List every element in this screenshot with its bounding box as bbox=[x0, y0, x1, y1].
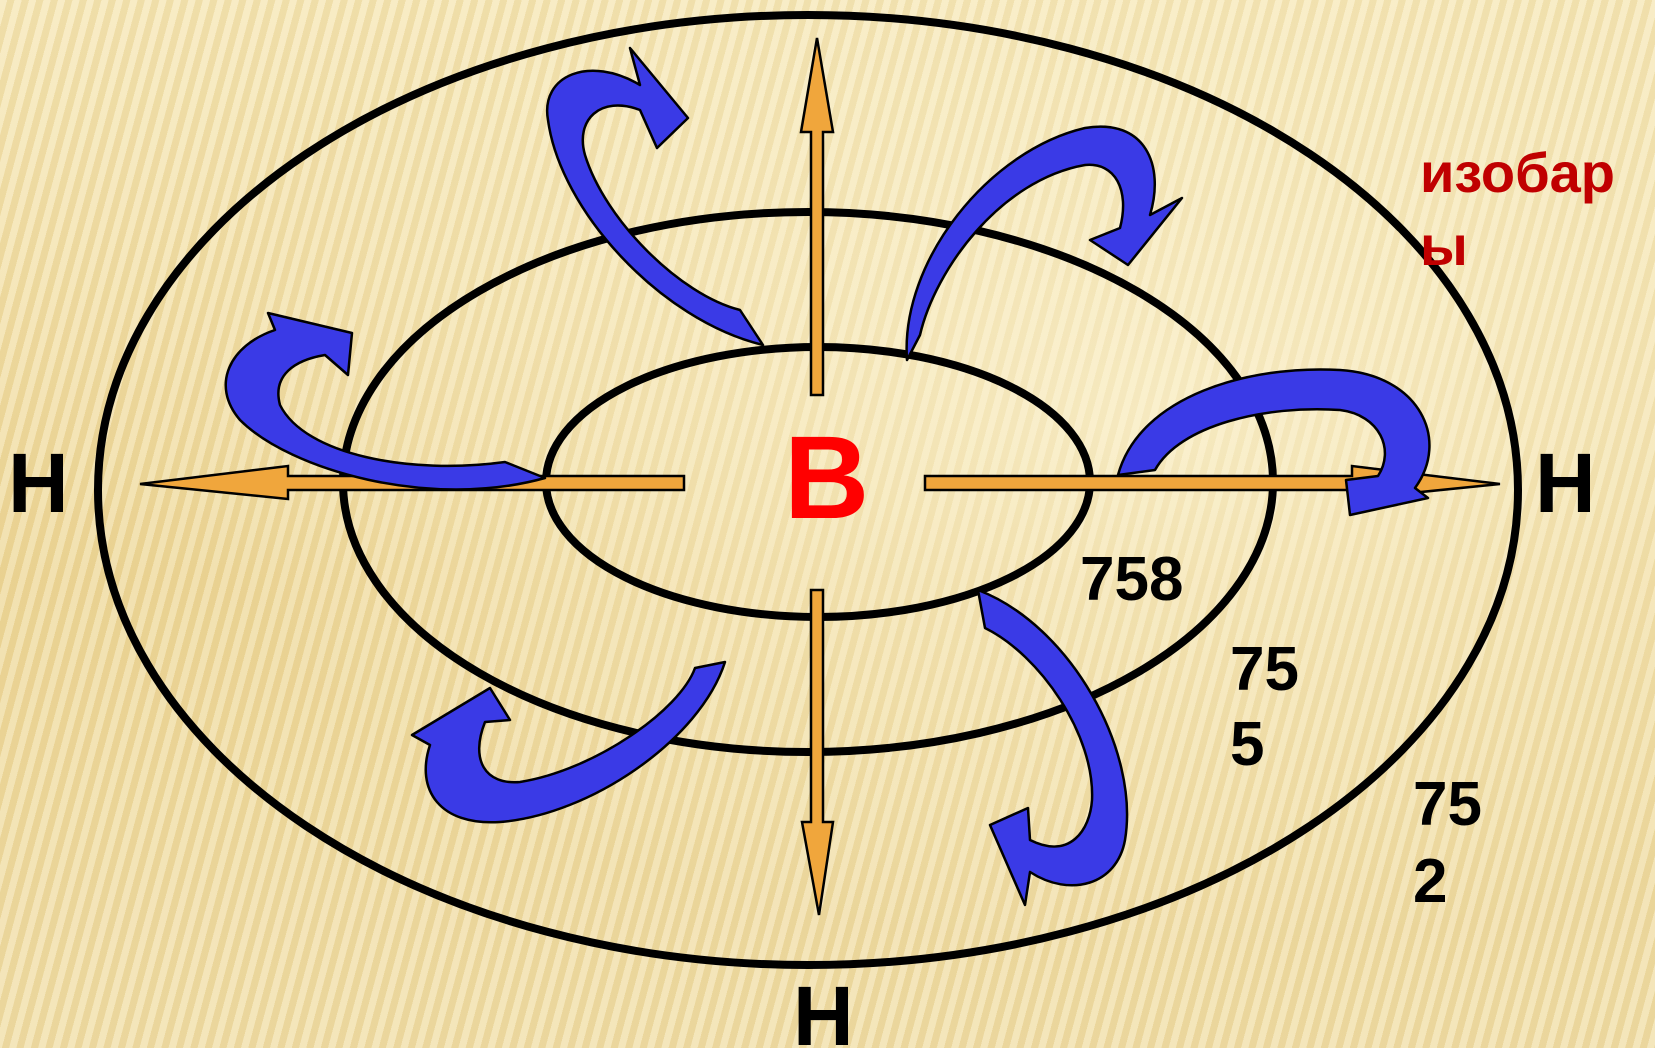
curved-arrow-icon bbox=[978, 590, 1127, 905]
low-label-west: Н bbox=[8, 436, 69, 530]
isobar-value-outer-line2: 2 bbox=[1413, 847, 1447, 916]
center-high-label: В bbox=[784, 412, 869, 544]
legend-isobars-line2: ы bbox=[1420, 214, 1468, 277]
low-label-east: Н bbox=[1535, 436, 1596, 530]
arrow-north bbox=[801, 38, 833, 395]
isobar-value-middle-line2: 5 bbox=[1230, 710, 1264, 779]
curved-arrow-icon bbox=[226, 313, 545, 489]
isobar-value-middle-line1: 75 bbox=[1230, 635, 1299, 704]
curved-arrow-icon bbox=[547, 48, 763, 345]
curved-arrow-icon bbox=[907, 127, 1182, 360]
isobar-value-outer-line1: 75 bbox=[1413, 770, 1482, 839]
isobar-value-inner: 758 bbox=[1080, 545, 1183, 614]
low-label-south: Н bbox=[793, 969, 854, 1048]
legend-isobars-line1: изобар bbox=[1420, 141, 1615, 204]
